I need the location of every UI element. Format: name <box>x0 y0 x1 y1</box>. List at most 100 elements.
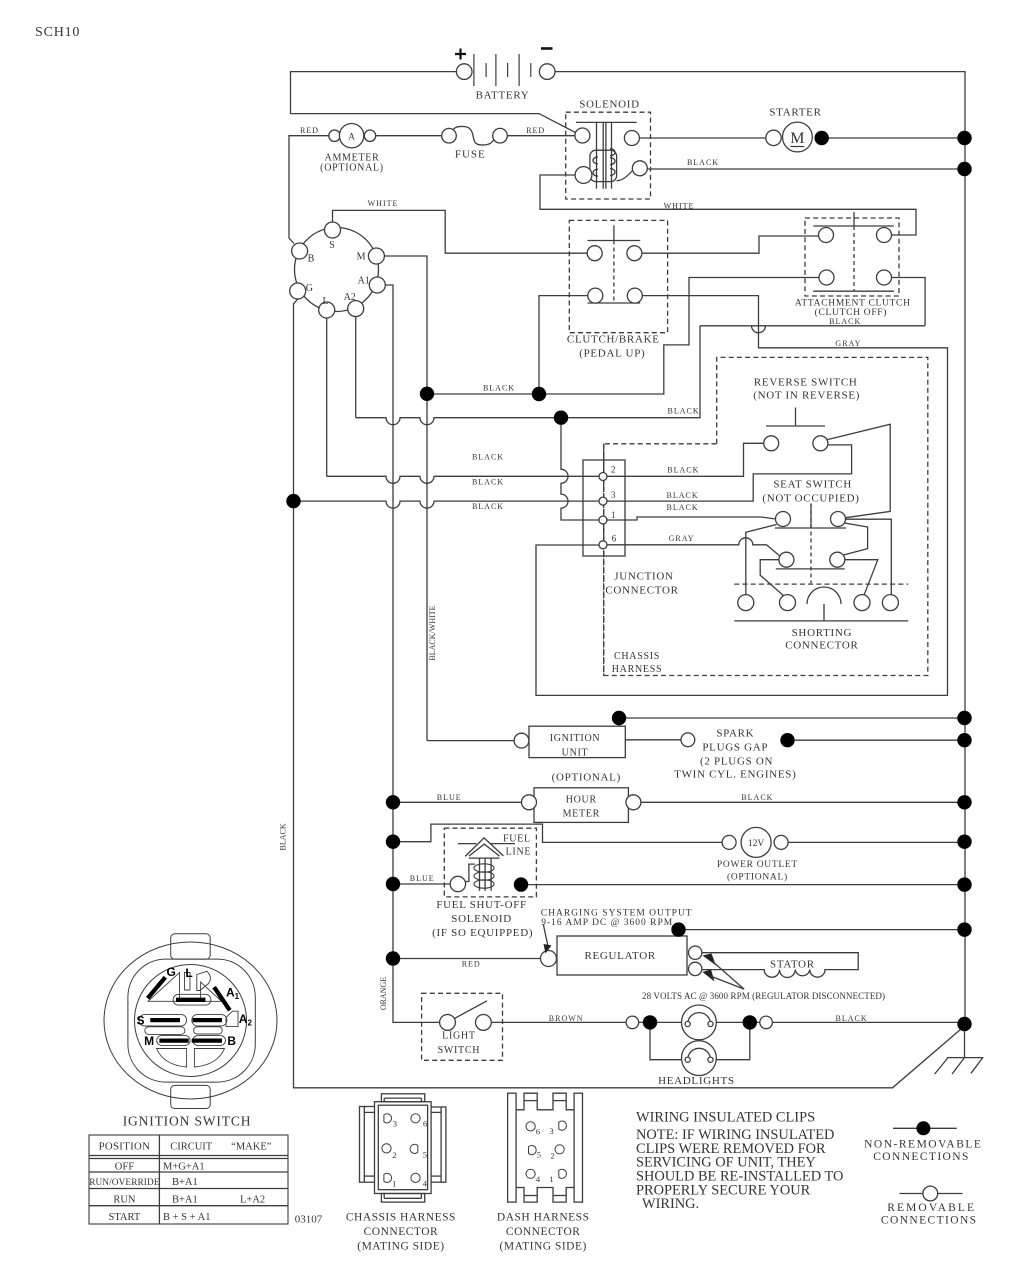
svg-text:CONNECTOR: CONNECTOR <box>605 585 678 597</box>
svg-text:3: 3 <box>393 1119 397 1129</box>
svg-text:BLACK: BLACK <box>279 823 288 850</box>
svg-text:(CLUTCH OFF): (CLUTCH OFF) <box>815 307 888 318</box>
svg-text:CHASSIS HARNESS: CHASSIS HARNESS <box>346 1211 456 1223</box>
svg-text:PROPERLY SECURE YOUR: PROPERLY SECURE YOUR <box>636 1182 811 1198</box>
svg-text:A1: A1 <box>358 276 370 287</box>
svg-text:28 VOLTS AC @ 3600 RPM (REGULA: 28 VOLTS AC @ 3600 RPM (REGULATOR DISCON… <box>642 991 885 1001</box>
svg-text:WIRING.: WIRING. <box>642 1196 699 1212</box>
svg-text:B + S + A1: B + S + A1 <box>163 1212 210 1223</box>
svg-text:BROWN: BROWN <box>549 1014 584 1023</box>
svg-text:G: G <box>306 283 313 294</box>
svg-text:BLUE: BLUE <box>437 793 462 802</box>
svg-text:4: 4 <box>536 1174 541 1184</box>
svg-text:POSITION: POSITION <box>99 1141 151 1153</box>
svg-text:BLACK: BLACK <box>472 453 504 462</box>
svg-text:HEADLIGHTS: HEADLIGHTS <box>658 1075 735 1087</box>
svg-text:WIRING INSULATED CLIPS: WIRING INSULATED CLIPS <box>636 1110 815 1126</box>
svg-text:FUEL: FUEL <box>503 833 531 844</box>
svg-text:CONNECTIONS: CONNECTIONS <box>881 1215 978 1227</box>
svg-text:B+A1: B+A1 <box>172 1194 198 1205</box>
svg-text:A: A <box>348 132 355 142</box>
svg-text:M: M <box>357 252 366 263</box>
svg-text:AMMETER: AMMETER <box>325 153 380 164</box>
svg-text:LINE: LINE <box>506 846 532 857</box>
svg-text:B+A1: B+A1 <box>172 1177 198 1188</box>
svg-text:S: S <box>136 1013 144 1027</box>
svg-text:SPARK: SPARK <box>716 728 754 740</box>
svg-text:(IF SO EQUIPPED): (IF SO EQUIPPED) <box>432 927 533 939</box>
svg-text:BLACK: BLACK <box>483 384 515 393</box>
svg-text:STARTER: STARTER <box>769 106 821 118</box>
svg-text:IGNITION SWITCH: IGNITION SWITCH <box>123 1114 252 1129</box>
svg-text:(NOT OCCUPIED): (NOT OCCUPIED) <box>762 493 859 505</box>
svg-text:UNIT: UNIT <box>562 747 589 758</box>
svg-text:BLACK: BLACK <box>829 317 861 326</box>
svg-text:CHARGING SYSTEM OUTPUT: CHARGING SYSTEM OUTPUT <box>541 909 693 919</box>
svg-text:GRAY: GRAY <box>835 339 861 348</box>
svg-text:LIGHT: LIGHT <box>442 1031 476 1042</box>
svg-text:3: 3 <box>549 1126 553 1136</box>
svg-text:3: 3 <box>611 490 616 500</box>
svg-text:OFF: OFF <box>115 1161 134 1172</box>
svg-text:REGULATOR: REGULATOR <box>584 950 656 962</box>
svg-text:HOUR: HOUR <box>566 795 597 806</box>
svg-text:SWITCH: SWITCH <box>438 1045 481 1056</box>
svg-text:FUSE: FUSE <box>455 149 486 161</box>
svg-text:03107: 03107 <box>295 1214 323 1226</box>
svg-text:BLACK: BLACK <box>472 502 504 511</box>
svg-text:6: 6 <box>423 1119 427 1129</box>
svg-text:12V: 12V <box>748 839 765 849</box>
svg-text:GRAY: GRAY <box>669 534 695 543</box>
svg-text:ATTACHMENT CLUTCH: ATTACHMENT CLUTCH <box>795 299 911 309</box>
svg-text:(MATING SIDE): (MATING SIDE) <box>500 1240 587 1252</box>
svg-text:1: 1 <box>611 510 616 520</box>
svg-text:M: M <box>144 1034 154 1048</box>
svg-text:9-16 AMP DC @ 3600 RPM: 9-16 AMP DC @ 3600 RPM <box>541 918 673 928</box>
svg-text:BLACK: BLACK <box>687 158 719 167</box>
svg-text:L+A2: L+A2 <box>240 1194 265 1205</box>
svg-text:BLUE: BLUE <box>410 874 435 883</box>
svg-text:BLACK: BLACK <box>667 466 699 475</box>
svg-text:RED: RED <box>300 126 319 135</box>
svg-text:IGNITION: IGNITION <box>550 733 601 744</box>
svg-text:6: 6 <box>612 534 617 544</box>
svg-text:FUEL SHUT-OFF: FUEL SHUT-OFF <box>436 899 527 911</box>
svg-text:START: START <box>109 1212 141 1223</box>
svg-text:TWIN CYL. ENGINES): TWIN CYL. ENGINES) <box>674 769 796 781</box>
svg-text:2: 2 <box>392 1150 396 1160</box>
svg-text:RED: RED <box>526 126 545 135</box>
svg-text:NON-REMOVABLE: NON-REMOVABLE <box>864 1138 982 1150</box>
svg-text:SHOULD BE RE-INSTALLED TO: SHOULD BE RE-INSTALLED TO <box>636 1169 843 1185</box>
svg-text:CONNECTOR: CONNECTOR <box>506 1226 581 1238</box>
svg-text:A2: A2 <box>344 292 356 303</box>
svg-text:(MATING SIDE): (MATING SIDE) <box>357 1240 444 1252</box>
svg-text:BLACK: BLACK <box>472 478 504 487</box>
svg-text:WHITE: WHITE <box>368 199 399 208</box>
svg-text:CONNECTOR: CONNECTOR <box>364 1226 439 1238</box>
svg-text:L: L <box>185 966 192 980</box>
svg-text:M: M <box>790 130 804 147</box>
svg-text:(NOT IN REVERSE): (NOT IN REVERSE) <box>753 390 860 402</box>
svg-text:(2 PLUGS ON: (2 PLUGS ON <box>700 755 773 767</box>
svg-text:PLUGS GAP: PLUGS GAP <box>702 741 768 753</box>
svg-text:1: 1 <box>392 1179 396 1189</box>
svg-text:4: 4 <box>423 1179 428 1189</box>
svg-text:G: G <box>167 965 176 979</box>
svg-text:2: 2 <box>551 1150 555 1160</box>
svg-text:BLACK: BLACK <box>741 793 773 802</box>
svg-text:CIRCUIT: CIRCUIT <box>170 1142 213 1153</box>
svg-text:RUN: RUN <box>113 1194 136 1205</box>
svg-text:SCH10: SCH10 <box>35 25 80 40</box>
svg-text:BLACK: BLACK <box>836 1014 868 1023</box>
svg-text:BATTERY: BATTERY <box>476 89 530 101</box>
svg-text:1: 1 <box>549 1174 553 1184</box>
svg-text:RED: RED <box>462 960 481 969</box>
svg-text:POWER OUTLET: POWER OUTLET <box>717 860 798 870</box>
svg-text:HARNESS: HARNESS <box>612 664 662 675</box>
svg-text:REMOVABLE: REMOVABLE <box>887 1202 976 1214</box>
svg-text:S: S <box>329 240 335 251</box>
svg-text:CHASSIS: CHASSIS <box>614 651 660 662</box>
svg-text:CONNECTIONS: CONNECTIONS <box>873 1151 970 1163</box>
svg-text:(OPTIONAL): (OPTIONAL) <box>727 871 788 882</box>
svg-text:SERVICING OF UNIT, THEY: SERVICING OF UNIT, THEY <box>636 1155 816 1171</box>
